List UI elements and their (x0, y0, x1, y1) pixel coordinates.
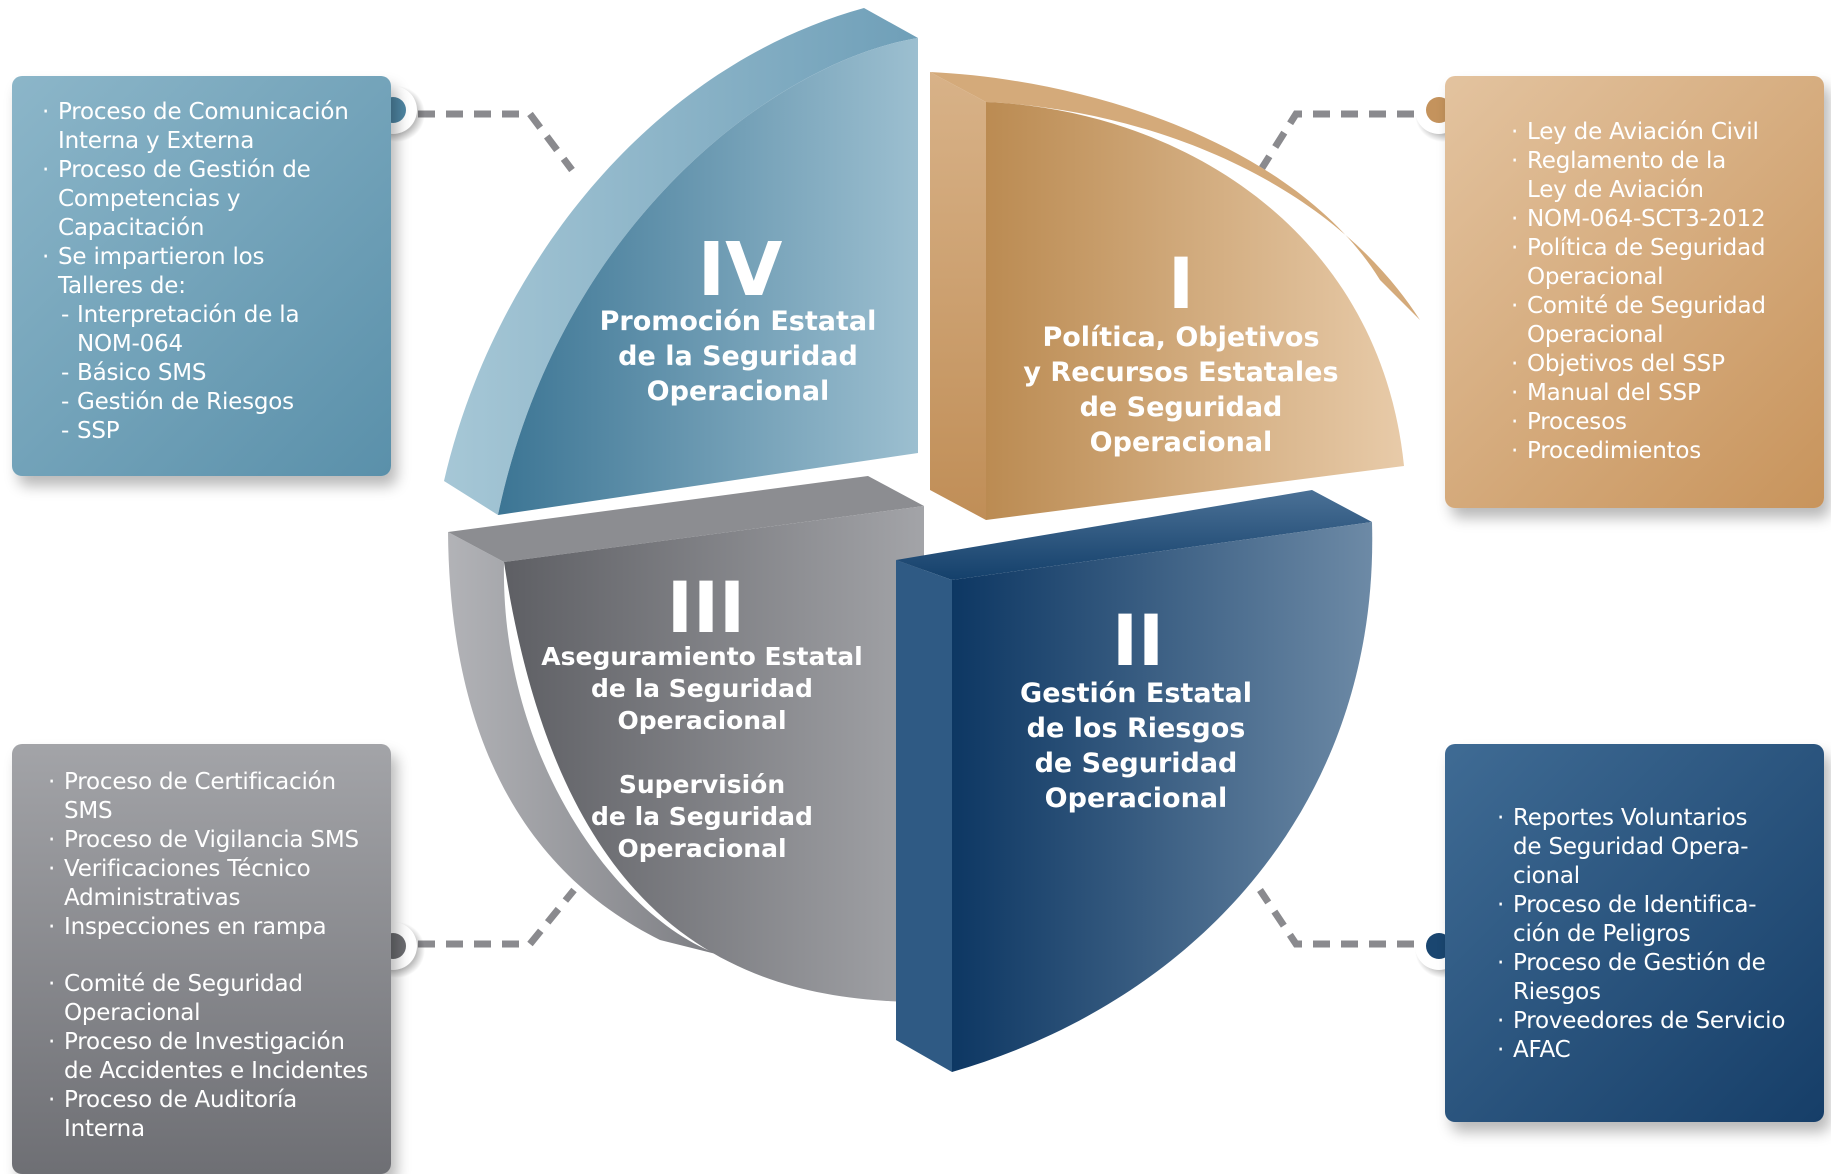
title-line: de la Seguridad (618, 341, 858, 372)
list-item: Política de Seguridad Operacional (1511, 234, 1814, 292)
title-line: Operacional (1090, 427, 1273, 458)
quadrant-i-top (930, 72, 1420, 320)
quadrant-iii-numeral: III (667, 567, 745, 649)
list-item: Proceso de Gestión de Competencias y Cap… (42, 156, 381, 243)
quadrant-ii-title: Gestión Estatal de los Riesgos de Segurida… (1020, 678, 1252, 814)
title-line: de Seguridad (1035, 748, 1238, 779)
list-item: Proceso de Auditoría Interna (48, 1086, 383, 1144)
quadrant-ii (896, 490, 1373, 1072)
connector-ii (1257, 888, 1414, 948)
sub-list-item: Gestión de Riesgos (42, 388, 381, 417)
title-line: Promoción Estatal (600, 306, 877, 337)
list-item: NOM-064-SCT3-2012 (1511, 205, 1814, 234)
info-box-iv: Proceso de Comunicación Interna y Extern… (12, 76, 391, 476)
title-line: Operacional (1045, 783, 1228, 814)
quadrant-iv (444, 8, 918, 515)
list-item: Proceso de Identifica- ción de Peligros (1497, 891, 1816, 949)
title-line: Operacional (647, 376, 830, 407)
list-item: Procedimientos (1511, 437, 1814, 466)
list-item: Manual del SSP (1511, 379, 1814, 408)
title-line: Aseguramiento Estatal (541, 642, 862, 671)
title-line: y Recursos Estatales (1023, 357, 1338, 388)
title-line: de la Seguridad (591, 802, 813, 831)
quadrant-i-numeral: I (1168, 243, 1194, 325)
connector-iii (418, 887, 577, 948)
title-line: Política, Objetivos (1042, 322, 1319, 353)
list-item: Proceso de Vigilancia SMS (48, 826, 383, 855)
list-item: Se impartieron los Talleres de: (42, 243, 381, 301)
quadrant-ii-face (952, 522, 1373, 1072)
connector-i (1259, 110, 1414, 170)
title-line: Operacional (617, 834, 786, 863)
title-line: de los Riesgos (1027, 713, 1246, 744)
list-item: Comité de Seguridad Operacional (1511, 292, 1814, 350)
quadrant-iii-top (448, 476, 924, 562)
sub-list-item: Interpretación de la NOM-064 (42, 301, 381, 359)
list-item: Inspecciones en rampa (48, 913, 383, 942)
sub-list-item: Básico SMS (42, 359, 381, 388)
list-item: AFAC (1497, 1036, 1816, 1065)
quadrant-iv-face (498, 38, 918, 515)
list-item: Reportes Voluntarios de Seguridad Opera-… (1497, 804, 1816, 891)
title-line: de Seguridad (1080, 392, 1283, 423)
list-item: Proceso de Investigación de Accidentes e… (48, 1028, 383, 1086)
list-item: Proveedores de Servicio (1497, 1007, 1816, 1036)
info-box-ii: Reportes Voluntarios de Seguridad Opera-… (1445, 744, 1824, 1122)
title-line: Supervisión (619, 770, 785, 799)
quadrant-ii-top (896, 490, 1372, 580)
title-line: Operacional (617, 706, 786, 735)
list-item: Verificaciones Técnico Administrativas (48, 855, 383, 913)
title-line: de la Seguridad (591, 674, 813, 703)
quadrant-i-face (986, 102, 1404, 520)
list-item: Reglamento de la Ley de Aviación (1511, 147, 1814, 205)
list-item: Comité de Seguridad Operacional (48, 970, 383, 1028)
quadrant-ii-side (896, 560, 952, 1072)
quadrant-iii-side (448, 532, 720, 955)
list-item: Ley de Aviación Civil (1511, 118, 1814, 147)
quadrant-iii (448, 476, 924, 1002)
title-line: Gestión Estatal (1020, 678, 1252, 709)
list-item: Proceso de Comunicación Interna y Extern… (42, 98, 381, 156)
quadrant-ii-numeral: II (1112, 600, 1164, 682)
quadrant-iii-face (504, 506, 924, 1002)
list-item: Procesos (1511, 408, 1814, 437)
quadrant-i-side (930, 72, 986, 520)
quadrant-iv-numeral: IV (698, 227, 783, 313)
quadrant-i-title: Política, Objetivos y Recursos Estatales d… (1023, 322, 1338, 458)
info-box-iii: Proceso de Certificación SMS Proceso de … (12, 744, 391, 1174)
list-item: Proceso de Gestión de Riesgos (1497, 949, 1816, 1007)
list-item: Proceso de Certificación SMS (48, 768, 383, 826)
quadrant-iv-side (444, 8, 918, 515)
sub-list-item: SSP (42, 417, 381, 446)
list-item: Objetivos del SSP (1511, 350, 1814, 379)
quadrant-i (930, 72, 1420, 520)
info-box-i: Ley de Aviación Civil Reglamento de la L… (1445, 76, 1824, 508)
connector-iv (418, 110, 575, 173)
